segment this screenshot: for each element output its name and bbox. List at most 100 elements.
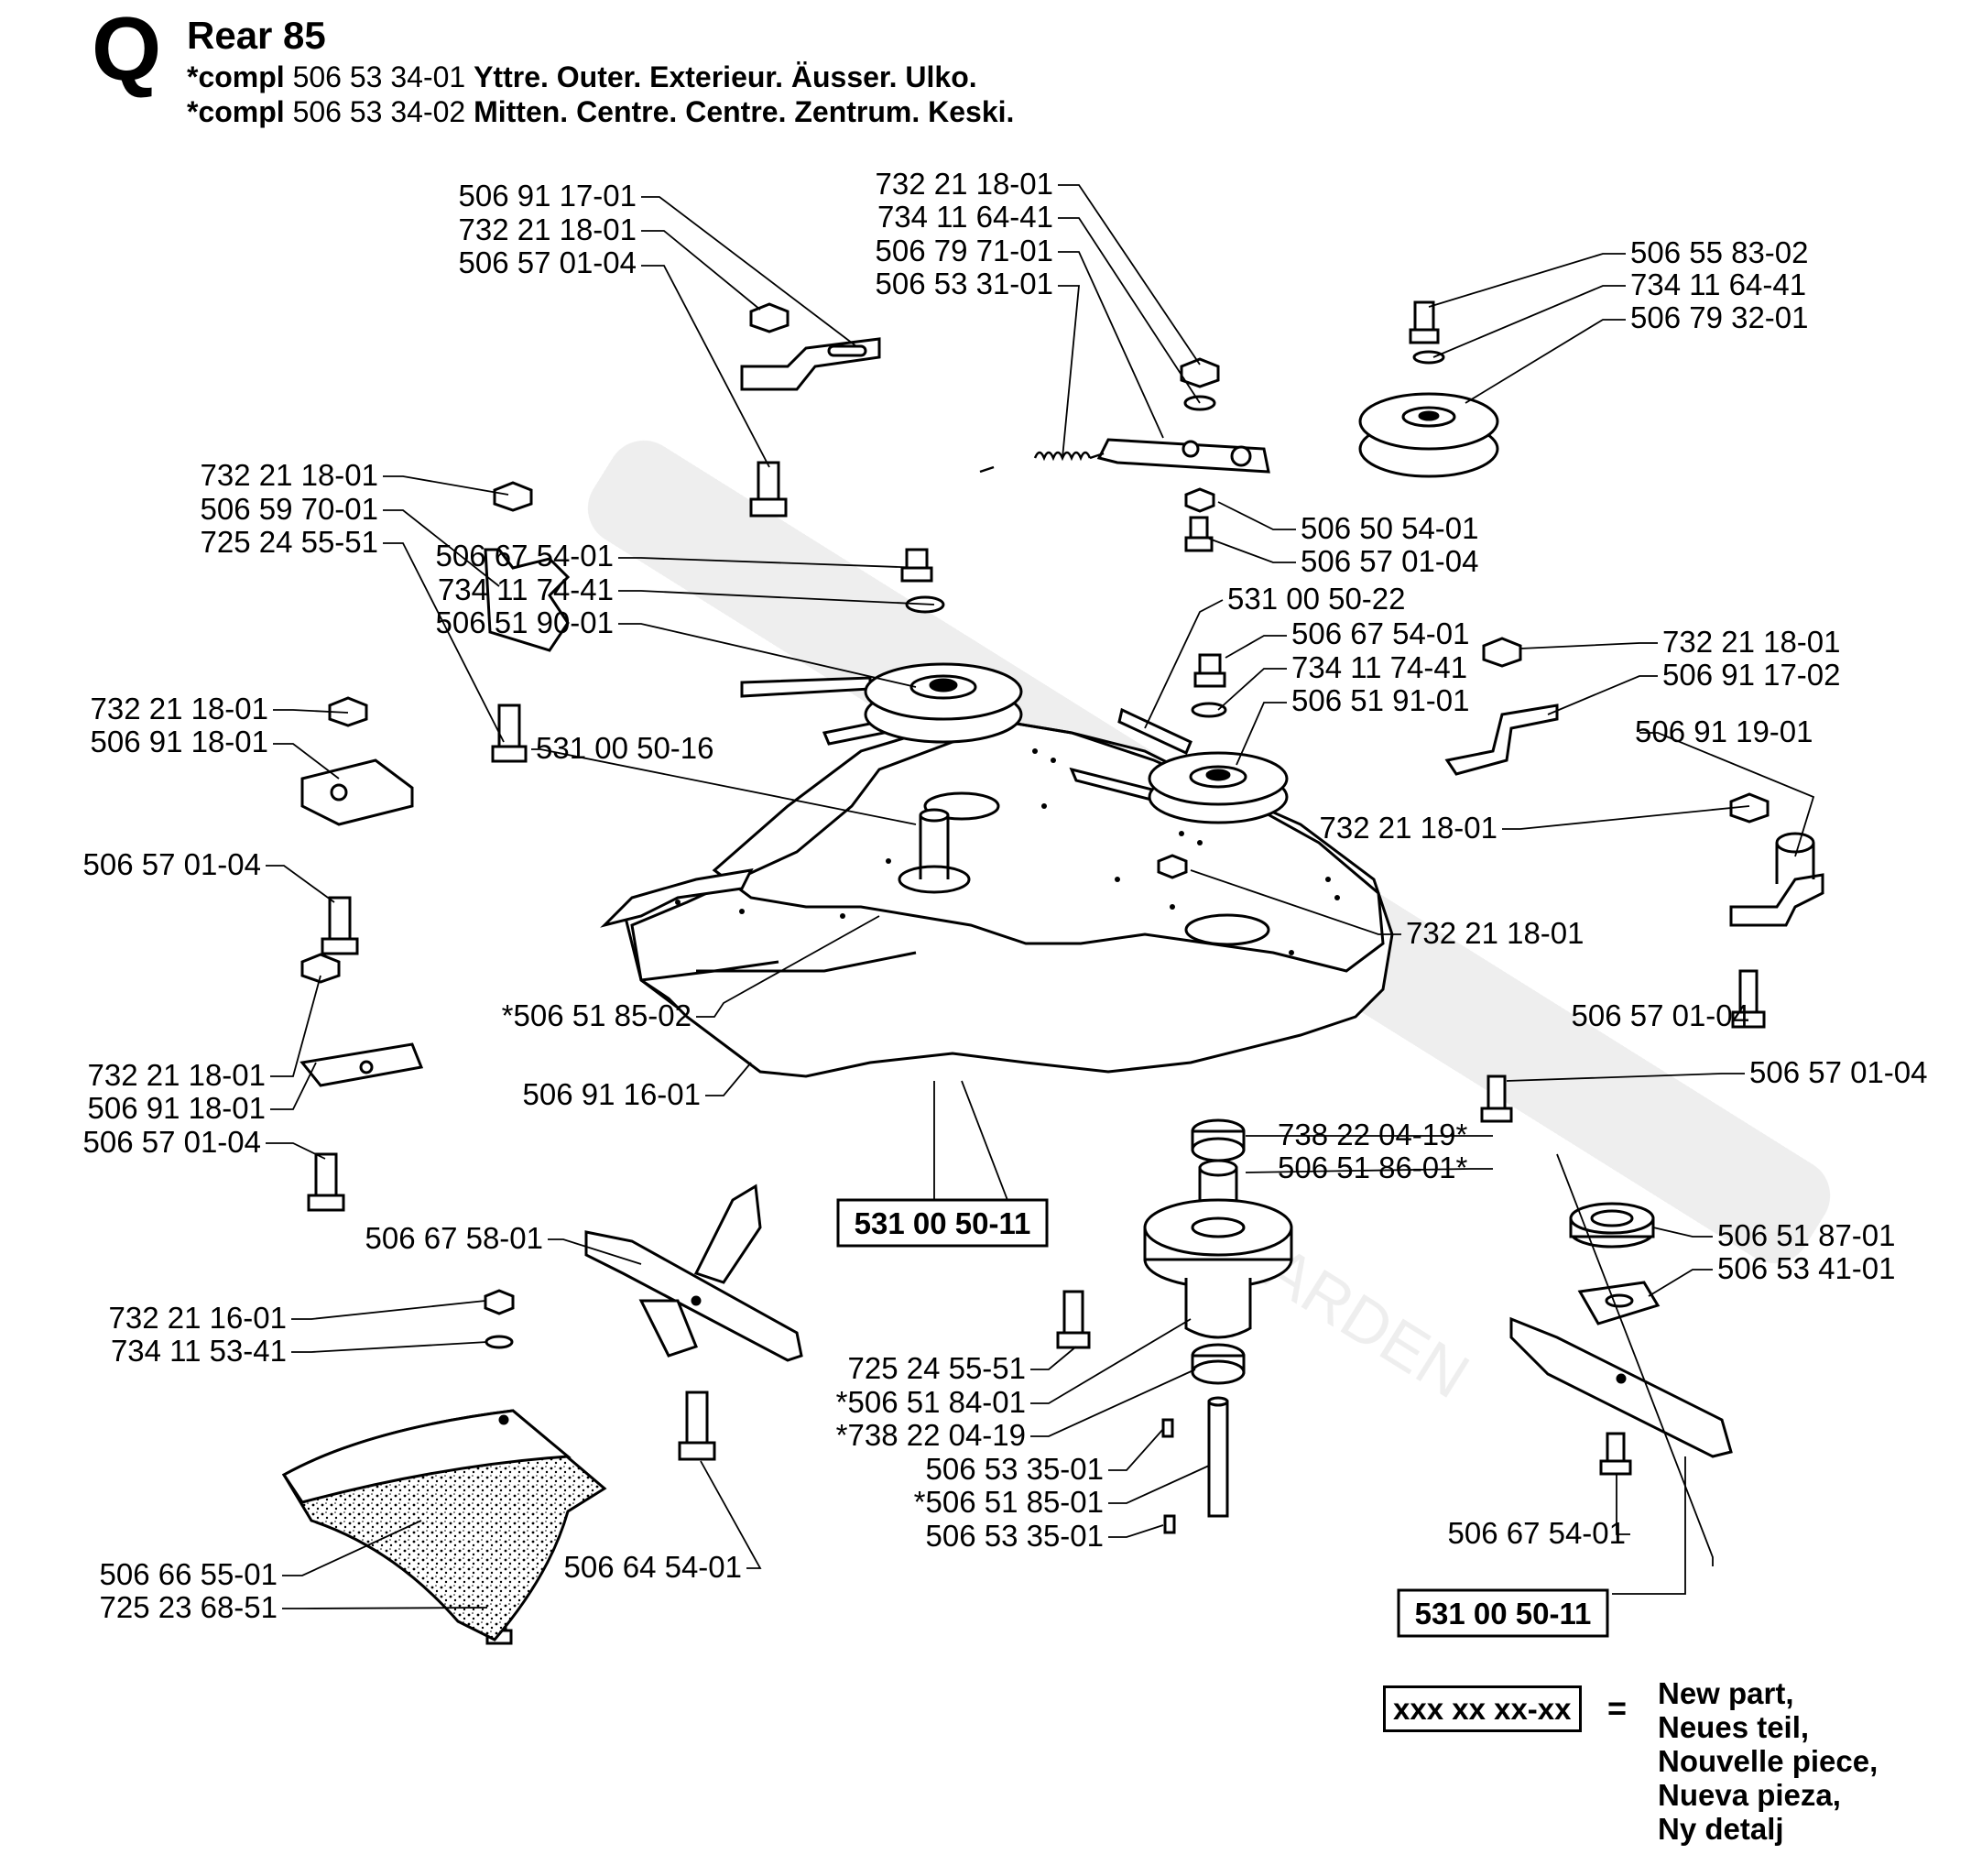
- tension-spring: [979, 451, 1105, 474]
- pulley-left: [864, 662, 1023, 744]
- bolt-icon: [749, 461, 788, 518]
- bolt-icon: [1731, 969, 1766, 1029]
- discharge-chute: [281, 1409, 607, 1642]
- part-label[interactable]: 734 11 64-41: [1630, 267, 1806, 301]
- compl-prefix: *compl: [187, 95, 285, 128]
- part-label[interactable]: *506 51 85-02: [502, 998, 692, 1032]
- part-label[interactable]: 506 66 55-01: [99, 1557, 278, 1591]
- part-label[interactable]: *506 51 84-01: [836, 1385, 1026, 1419]
- part-label[interactable]: 506 51 87-01: [1717, 1218, 1896, 1252]
- part-label[interactable]: 506 59 70-01: [200, 492, 378, 526]
- compl-desc: Yttre. Outer. Exterieur. Äusser. Ulko.: [474, 60, 977, 93]
- part-label[interactable]: 732 21 18-01: [875, 167, 1053, 201]
- bracket-right-upper: [1444, 704, 1559, 776]
- part-label[interactable]: 506 79 71-01: [875, 234, 1053, 267]
- bolt-icon: [1184, 516, 1214, 552]
- part-label[interactable]: 734 11 74-41: [1291, 650, 1467, 684]
- part-label[interactable]: 732 21 18-01: [1406, 916, 1585, 950]
- part-label[interactable]: 732 21 16-01: [108, 1301, 287, 1335]
- part-label[interactable]: 506 91 19-01: [1635, 714, 1813, 748]
- compl-number[interactable]: 506 53 34-01: [292, 60, 466, 93]
- part-label[interactable]: 506 55 83-02: [1630, 235, 1809, 269]
- compl-line-centre: *compl 506 53 34-02 Mitten. Centre. Cent…: [187, 97, 1014, 126]
- part-label[interactable]: 506 67 58-01: [365, 1221, 543, 1255]
- part-label[interactable]: 725 24 55-51: [200, 525, 378, 559]
- compl-number[interactable]: 506 53 34-02: [292, 95, 466, 128]
- part-label[interactable]: 734 11 74-41: [438, 573, 614, 606]
- part-label[interactable]: 506 91 16-01: [522, 1077, 701, 1111]
- bracket-right: [1729, 832, 1824, 927]
- part-label[interactable]: 732 21 18-01: [87, 1058, 266, 1092]
- part-label[interactable]: 506 67 54-01: [1291, 616, 1470, 650]
- legend-line: New part,: [1658, 1676, 1794, 1710]
- bolt-icon: [321, 896, 359, 955]
- part-label[interactable]: 506 91 18-01: [90, 725, 268, 758]
- pulley-right: [1358, 392, 1499, 478]
- part-label[interactable]: 506 79 32-01: [1630, 300, 1809, 334]
- part-label[interactable]: 506 57 01-04: [1749, 1055, 1928, 1089]
- part-label[interactable]: 506 53 41-01: [1717, 1251, 1896, 1285]
- part-label[interactable]: 531 00 50-16: [536, 731, 714, 765]
- page-header: Q Rear 85 *compl 506 53 34-01 Yttre. Out…: [0, 0, 1982, 137]
- part-label[interactable]: 506 57 01-04: [1301, 544, 1479, 578]
- legend-line: Nueva pieza,: [1658, 1778, 1841, 1812]
- part-labels: 506 91 17-01 732 21 18-01 506 57 01-04 7…: [82, 167, 1927, 1624]
- part-label[interactable]: 506 50 54-01: [1301, 511, 1479, 545]
- nut-icon: [1729, 792, 1770, 823]
- bracket-left: [300, 758, 414, 826]
- nut-icon: [484, 1289, 515, 1315]
- part-label[interactable]: 506 67 54-01: [435, 539, 614, 573]
- bracket-top: [740, 337, 881, 391]
- part-label[interactable]: 725 23 68-51: [99, 1590, 278, 1624]
- part-label[interactable]: 506 57 01-04: [458, 245, 637, 279]
- bracket-left-upper: [484, 548, 571, 652]
- part-label[interactable]: 732 21 18-01: [200, 458, 378, 492]
- nut-icon: [1482, 637, 1522, 668]
- boxed-part-labels: 531 00 50-11 531 00 50-11: [836, 1198, 1609, 1638]
- part-label[interactable]: 506 53 35-01: [925, 1452, 1104, 1486]
- nut-icon: [1184, 487, 1215, 513]
- part-label[interactable]: 506 57 01-04: [1571, 998, 1749, 1032]
- nut-icon: [300, 953, 341, 984]
- part-label[interactable]: 732 21 18-01: [1319, 811, 1497, 845]
- part-label[interactable]: *506 51 85-01: [914, 1485, 1104, 1519]
- part-label[interactable]: 734 11 53-41: [111, 1334, 287, 1368]
- right-spindle-cap: [1569, 1202, 1661, 1325]
- part-label[interactable]: 506 91 18-01: [87, 1091, 266, 1125]
- nut-icon: [749, 302, 790, 333]
- section-letter: Q: [92, 0, 162, 99]
- part-label[interactable]: 725 24 55-51: [847, 1351, 1026, 1385]
- part-label[interactable]: 531 00 50-22: [1227, 582, 1406, 616]
- part-label[interactable]: 506 57 01-04: [82, 847, 261, 881]
- compl-desc: Mitten. Centre. Centre. Zentrum. Keski.: [474, 95, 1015, 128]
- part-label[interactable]: 506 57 01-04: [82, 1125, 261, 1159]
- part-label[interactable]: 506 91 17-02: [1662, 658, 1841, 692]
- part-label[interactable]: 506 64 54-01: [563, 1550, 742, 1584]
- part-label[interactable]: 732 21 18-01: [1662, 625, 1841, 659]
- bolt-icon: [678, 1391, 716, 1461]
- part-label[interactable]: 506 91 17-01: [458, 179, 637, 213]
- part-label[interactable]: 732 21 18-01: [458, 213, 637, 246]
- bolt-icon: [900, 548, 933, 583]
- part-label[interactable]: *738 22 04-19: [836, 1418, 1026, 1452]
- part-label[interactable]: 506 51 90-01: [435, 605, 614, 639]
- part-label[interactable]: 506 51 86-01*: [1278, 1151, 1468, 1184]
- part-label[interactable]: 738 22 04-19*: [1278, 1118, 1468, 1151]
- legend-line: Nouvelle piece,: [1658, 1744, 1879, 1778]
- part-label[interactable]: 506 67 54-01: [1447, 1516, 1626, 1550]
- part-label[interactable]: 506 53 31-01: [875, 267, 1053, 300]
- part-label[interactable]: 734 11 64-41: [877, 200, 1053, 234]
- bolt-icon: [307, 1152, 345, 1212]
- nut-icon: [493, 481, 533, 512]
- part-label[interactable]: 506 51 91-01: [1291, 683, 1470, 717]
- new-part-label[interactable]: 531 00 50-11: [855, 1206, 1031, 1240]
- bolt-icon: [491, 704, 528, 763]
- nut-icon: [1157, 854, 1188, 879]
- bracket-left-lower: [299, 1042, 424, 1087]
- legend-equals: =: [1607, 1689, 1628, 1727]
- part-label[interactable]: 506 53 35-01: [925, 1519, 1104, 1553]
- new-part-label[interactable]: 531 00 50-11: [1415, 1597, 1592, 1631]
- legend-line: Neues teil,: [1658, 1710, 1810, 1744]
- part-label[interactable]: 732 21 18-01: [90, 692, 268, 725]
